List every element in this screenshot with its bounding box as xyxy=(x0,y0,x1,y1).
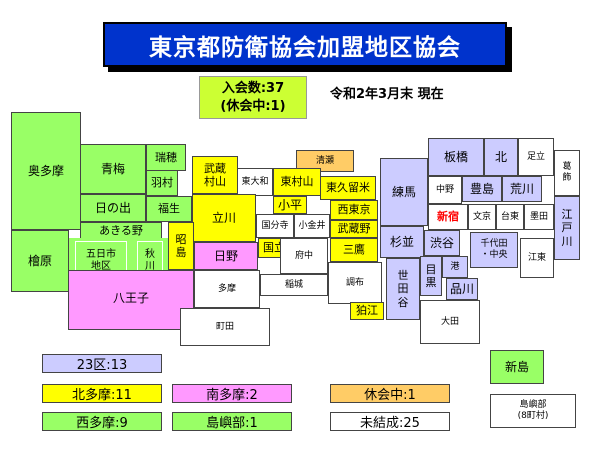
suspended-count: (休会中:1) xyxy=(220,98,286,114)
legend-not-formed: 未結成:25 xyxy=(330,412,450,431)
region-adachi[interactable]: 足立 xyxy=(518,138,554,176)
region-tachikawa[interactable]: 立川 xyxy=(192,194,256,242)
region-sumida[interactable]: 墨田 xyxy=(524,204,554,230)
region-shinagawa[interactable]: 品川 xyxy=(446,278,478,300)
region-inagi[interactable]: 稲城 xyxy=(260,274,328,296)
region-akiruno[interactable]: あきる野 xyxy=(80,222,162,238)
region-shinjuku[interactable]: 新宿 xyxy=(428,204,468,230)
region-higashikurume[interactable]: 東久留米 xyxy=(320,176,376,200)
region-higashimurayama[interactable]: 東村山 xyxy=(273,168,321,196)
region-ome[interactable]: 青梅 xyxy=(80,144,146,194)
region-edogawa[interactable]: 江 戸 川 xyxy=(554,196,580,260)
region-kodaira[interactable]: 小平 xyxy=(273,196,307,214)
region-musashino[interactable]: 武蔵野 xyxy=(330,220,378,238)
as-of-date: 令和2年3月末 現在 xyxy=(330,87,444,102)
legend-minami-tama: 南多摩:2 xyxy=(172,384,292,403)
region-chofu[interactable]: 調布 xyxy=(328,262,382,304)
region-hachioji[interactable]: 八王子 xyxy=(68,270,194,330)
region-machida[interactable]: 町田 xyxy=(180,308,270,346)
region-nishitokyo[interactable]: 西東京 xyxy=(330,200,378,220)
region-koto[interactable]: 江東 xyxy=(520,238,554,278)
region-katsushika[interactable]: 葛 飾 xyxy=(554,150,580,196)
region-musashimurayama[interactable]: 武蔵 村山 xyxy=(192,156,238,194)
region-higashiyamato[interactable]: 東大和 xyxy=(237,168,273,196)
region-fussa[interactable]: 福生 xyxy=(146,196,192,222)
legend-suspended: 休会中:1 xyxy=(330,384,450,403)
region-meguro[interactable]: 目 黒 xyxy=(420,256,442,296)
region-fuchu[interactable]: 府中 xyxy=(280,238,328,274)
legend-kita-tama: 北多摩:11 xyxy=(42,384,162,403)
region-komae[interactable]: 狛江 xyxy=(350,302,384,320)
region-taito[interactable]: 台東 xyxy=(496,204,524,230)
region-nakano[interactable]: 中野 xyxy=(428,176,462,204)
region-kiyose[interactable]: 清瀬 xyxy=(296,150,354,172)
region-arakawa[interactable]: 荒川 xyxy=(502,176,542,202)
region-kita[interactable]: 北 xyxy=(484,138,518,176)
region-hamura[interactable]: 羽村 xyxy=(146,170,178,196)
region-islands-group[interactable]: 島嶼部 (8町村) xyxy=(490,394,576,428)
region-mitaka[interactable]: 三鷹 xyxy=(330,238,378,262)
region-akishima[interactable]: 昭 島 xyxy=(168,222,194,270)
region-ota[interactable]: 大田 xyxy=(420,300,480,344)
region-okutama[interactable]: 奥多摩 xyxy=(11,112,81,230)
region-nerima[interactable]: 練馬 xyxy=(380,158,428,226)
region-suginami[interactable]: 杉並 xyxy=(380,226,424,258)
region-tama[interactable]: 多摩 xyxy=(194,270,260,308)
region-niijima[interactable]: 新島 xyxy=(490,350,544,384)
legend-nishi-tama: 西多摩:9 xyxy=(42,412,162,431)
region-koganei[interactable]: 小金井 xyxy=(294,214,330,238)
legend-ku23: 23区:13 xyxy=(42,354,162,373)
region-hinode[interactable]: 日の出 xyxy=(80,194,146,222)
region-mizuho[interactable]: 瑞穂 xyxy=(146,144,186,171)
region-hino[interactable]: 日野 xyxy=(194,242,258,270)
region-toshima[interactable]: 豊島 xyxy=(462,176,502,202)
region-setagaya[interactable]: 世 田 谷 xyxy=(386,258,420,320)
region-itabashi[interactable]: 板橋 xyxy=(428,138,484,176)
member-count: 入会数:37 xyxy=(221,80,285,96)
region-minato[interactable]: 港 xyxy=(442,256,468,278)
page-title: 東京都防衛協会加盟地区協会 xyxy=(103,22,507,67)
region-bunkyo[interactable]: 文京 xyxy=(468,204,496,230)
region-shibuya[interactable]: 渋谷 xyxy=(424,230,460,256)
legend-islands: 島嶼部:1 xyxy=(172,412,292,431)
region-kokubunji[interactable]: 国分寺 xyxy=(256,214,294,238)
member-count-box: 入会数:37 (休会中:1) xyxy=(199,76,307,119)
region-hinohara[interactable]: 檜原 xyxy=(11,230,69,292)
region-chiyoda-chuo[interactable]: 千代田 ・中央 xyxy=(470,232,518,268)
